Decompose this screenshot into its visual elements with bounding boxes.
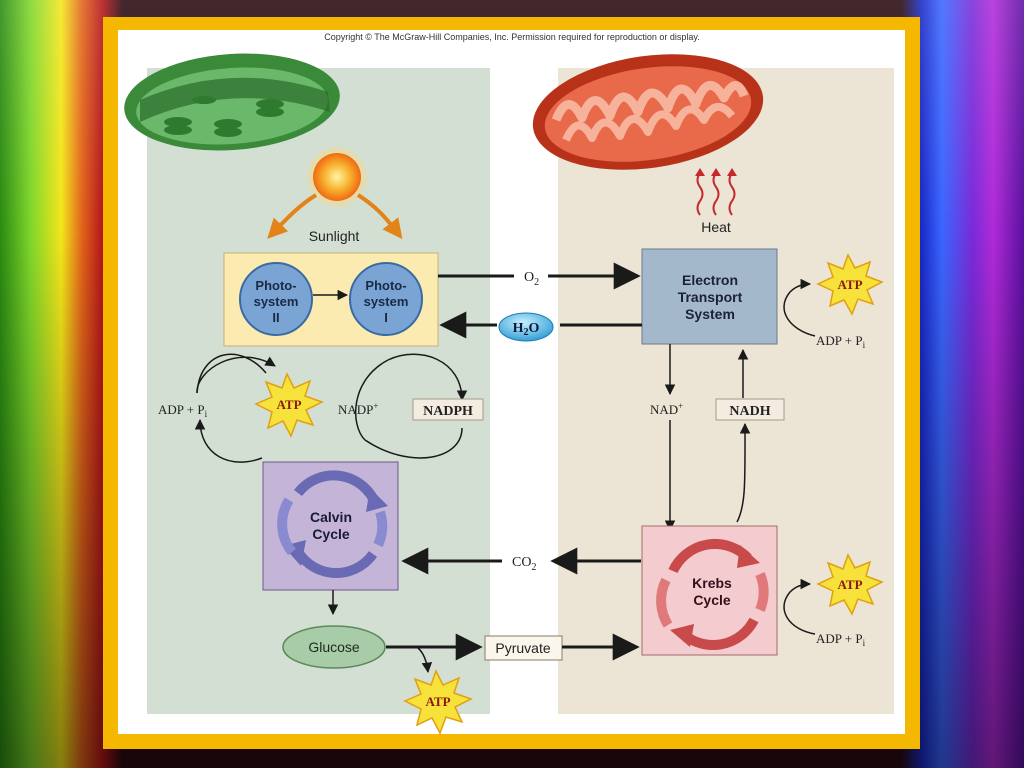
sunlight-arrow-right bbox=[356, 193, 403, 240]
adp-pi-label-right-bottom: ADP + Pi bbox=[816, 631, 866, 648]
nadph-label: NADPH bbox=[423, 404, 473, 419]
krebs-arrowhead-top bbox=[737, 545, 760, 568]
nadh-label: NADH bbox=[729, 404, 770, 419]
photosystem-ii-label-1: Photo- bbox=[255, 278, 296, 293]
co2-label: CO2 bbox=[512, 555, 536, 573]
krebs-arrow-right bbox=[755, 572, 769, 612]
nadph-return-arc bbox=[364, 427, 463, 459]
photosystem-i-label-2: system bbox=[364, 294, 409, 309]
ets-label-1: Electron bbox=[682, 272, 738, 288]
nadp-to-nadph-arrow bbox=[387, 353, 468, 402]
glucose-node bbox=[282, 625, 386, 669]
copyright-text: Copyright © The McGraw-Hill Companies, I… bbox=[324, 32, 699, 42]
calvin-arrow-left bbox=[277, 497, 297, 556]
sun-icon bbox=[307, 147, 367, 207]
krebs-adp-to-atp-arrow bbox=[783, 578, 816, 635]
atp-label-right-bottom: ATP bbox=[837, 577, 862, 592]
atp-star-right-bottom: ATP bbox=[816, 553, 884, 616]
glucose-label: Glucose bbox=[308, 639, 360, 655]
nadp-cycle-left-arc bbox=[354, 359, 389, 441]
nadp-label: NADP+ bbox=[338, 401, 378, 417]
photosystem-ii-label-2: system bbox=[254, 294, 299, 309]
nad-label: NAD+ bbox=[650, 401, 683, 417]
adp-pi-label-left: ADP + Pi bbox=[158, 402, 208, 419]
ets-adp-to-atp-arrow bbox=[783, 278, 816, 337]
ets-label-2: Transport bbox=[678, 289, 743, 305]
atp-label-right-top: ATP bbox=[837, 277, 862, 292]
adp-cycle-upper-arc bbox=[196, 353, 267, 394]
calvin-arrow-right bbox=[373, 510, 388, 548]
chloroplast-illustration bbox=[124, 53, 340, 151]
heat-label: Heat bbox=[701, 219, 731, 235]
adp-to-atp-arrow bbox=[196, 356, 276, 394]
krebs-label-1: Krebs bbox=[692, 575, 732, 591]
heat-icon bbox=[695, 168, 737, 216]
atp-label-left: ATP bbox=[276, 397, 301, 412]
atp-star-right-top: ATP bbox=[816, 253, 884, 316]
atp-star-left: ATP bbox=[254, 372, 324, 438]
calvin-label-1: Calvin bbox=[310, 509, 352, 525]
atp-to-adp-arrow bbox=[194, 418, 263, 463]
mitochondrion-illustration bbox=[532, 54, 764, 170]
pyruvate-label: Pyruvate bbox=[495, 640, 550, 656]
sunlight-arrow-left bbox=[267, 193, 318, 239]
photosystem-i-label-1: Photo- bbox=[365, 278, 406, 293]
photosystem-ii-circle bbox=[239, 262, 313, 336]
calvin-arrowhead-top bbox=[366, 488, 388, 512]
photosystem-i-label-3: I bbox=[384, 310, 388, 325]
o2-label: O2 bbox=[524, 270, 539, 288]
krebs-arrow-left bbox=[656, 577, 673, 628]
atp-star-bottom: ATP bbox=[403, 669, 473, 735]
ets-label-3: System bbox=[685, 306, 735, 322]
h2o-label: H2O bbox=[513, 321, 540, 338]
glucose-atp-branch-arrow bbox=[417, 647, 433, 674]
calvin-label-2: Cycle bbox=[312, 526, 350, 542]
krebs-label-2: Cycle bbox=[693, 592, 731, 608]
sunlight-label: Sunlight bbox=[309, 228, 360, 244]
atp-label-bottom: ATP bbox=[425, 694, 450, 709]
h2o-bubble bbox=[498, 312, 554, 342]
nadh-box bbox=[715, 398, 785, 421]
photosystem-ii-label-3: II bbox=[272, 310, 279, 325]
electron-transport-box bbox=[641, 248, 778, 345]
adp-pi-label-right-top: ADP + Pi bbox=[816, 333, 866, 350]
nadph-box bbox=[412, 398, 484, 421]
photosystem-i-circle bbox=[349, 262, 423, 336]
krebs-to-nadh-arrow bbox=[736, 422, 751, 523]
krebs-arrowhead-bottom bbox=[670, 624, 694, 647]
